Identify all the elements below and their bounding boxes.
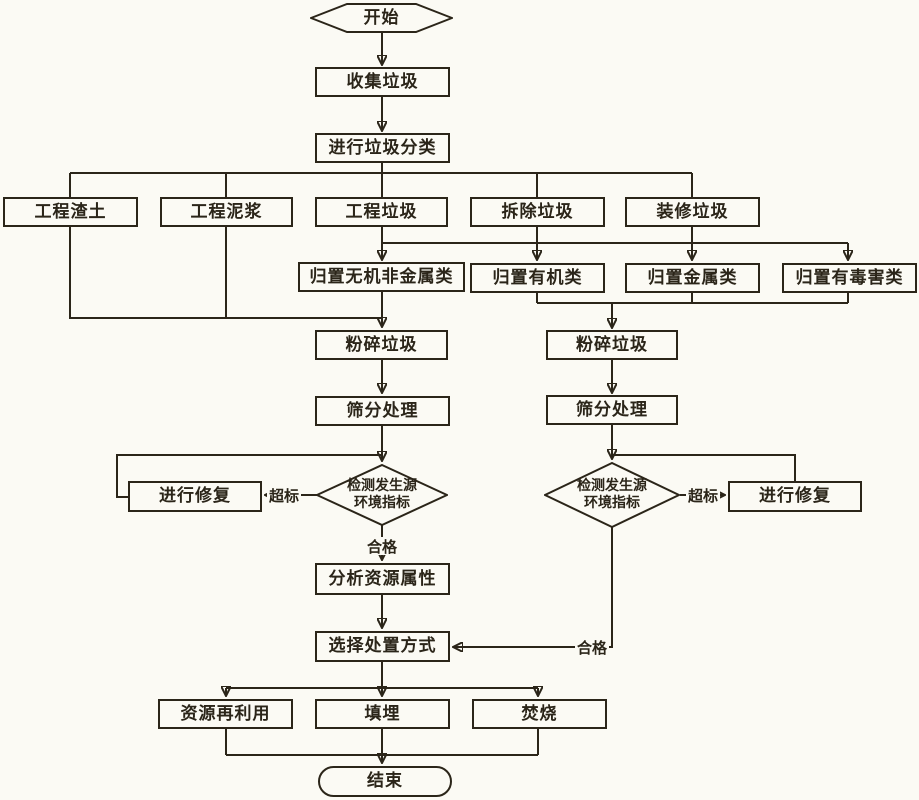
engineering-waste-label: 工程垃圾 <box>345 201 418 222</box>
choose-disposal-label: 选择处置方式 <box>328 636 437 657</box>
crush-waste-right-label: 粉碎垃圾 <box>576 334 648 355</box>
check-source-left-label: 检测发生源 环境指标 <box>347 478 417 511</box>
decoration-waste-label: 装修垃圾 <box>656 201 729 222</box>
diamond-shape <box>316 464 448 526</box>
repair-left-label: 进行修复 <box>159 486 231 507</box>
classify-waste-node: 进行垃圾分类 <box>315 133 450 163</box>
collect-waste-label: 收集垃圾 <box>346 71 419 92</box>
demolition-waste-node: 拆除垃圾 <box>470 197 605 227</box>
analyze-resource-node: 分析资源属性 <box>315 563 450 595</box>
edge-label-pass-left: 合格 <box>365 537 399 556</box>
sort-toxic-label: 归置有毒害类 <box>795 267 904 288</box>
sort-metal-label: 归置金属类 <box>647 267 738 288</box>
landfill-label: 填埋 <box>364 703 401 724</box>
screen-left-node: 筛分处理 <box>315 396 450 426</box>
sort-toxic-node: 归置有毒害类 <box>782 263 917 293</box>
repair-left-node: 进行修复 <box>128 481 262 512</box>
crush-waste-left-node: 粉碎垃圾 <box>315 330 448 360</box>
screen-left-label: 筛分处理 <box>346 400 419 421</box>
start-label: 开始 <box>363 7 400 28</box>
sort-inorganic-node: 归置无机非金属类 <box>298 262 465 292</box>
edge-label-pass-right: 合格 <box>575 638 609 657</box>
sort-metal-node: 归置金属类 <box>625 263 760 293</box>
screen-right-node: 筛分处理 <box>546 395 678 425</box>
engineering-slag-node: 工程渣土 <box>3 197 138 227</box>
engineering-mud-label: 工程泥浆 <box>190 201 263 222</box>
crush-waste-left-label: 粉碎垃圾 <box>345 334 418 355</box>
collect-waste-node: 收集垃圾 <box>315 67 450 97</box>
edge-label-exceed-right: 超标 <box>686 486 720 505</box>
check-source-right-node: 检测发生源 环境指标 <box>544 462 680 528</box>
end-label: 结束 <box>367 771 403 792</box>
engineering-mud-node: 工程泥浆 <box>160 197 293 227</box>
decoration-waste-node: 装修垃圾 <box>625 197 760 227</box>
classify-waste-label: 进行垃圾分类 <box>328 137 437 158</box>
screen-right-label: 筛分处理 <box>576 399 648 420</box>
diamond-shape <box>544 462 680 528</box>
demolition-waste-label: 拆除垃圾 <box>501 201 574 222</box>
check-source-right-label: 检测发生源 环境指标 <box>577 478 647 511</box>
hexagon-shape <box>310 3 453 33</box>
sort-inorganic-label: 归置无机非金属类 <box>309 266 454 287</box>
resource-reuse-node: 资源再利用 <box>158 699 293 729</box>
landfill-node: 填埋 <box>315 699 450 729</box>
repair-right-node: 进行修复 <box>728 481 862 512</box>
incineration-node: 焚烧 <box>472 699 607 729</box>
start-node: 开始 <box>310 3 453 33</box>
crush-waste-right-node: 粉碎垃圾 <box>546 330 678 360</box>
resource-reuse-label: 资源再利用 <box>180 703 271 724</box>
sort-organic-node: 归置有机类 <box>470 263 605 293</box>
engineering-slag-label: 工程渣土 <box>34 201 107 222</box>
choose-disposal-node: 选择处置方式 <box>315 631 450 662</box>
engineering-waste-node: 工程垃圾 <box>315 197 448 227</box>
sort-organic-label: 归置有机类 <box>492 267 583 288</box>
repair-right-label: 进行修复 <box>759 486 831 507</box>
check-source-left-node: 检测发生源 环境指标 <box>316 464 448 526</box>
incineration-label: 焚烧 <box>521 703 558 724</box>
edge-label-exceed-left: 超标 <box>267 486 301 505</box>
end-node: 结束 <box>318 766 452 797</box>
analyze-resource-label: 分析资源属性 <box>328 568 437 589</box>
